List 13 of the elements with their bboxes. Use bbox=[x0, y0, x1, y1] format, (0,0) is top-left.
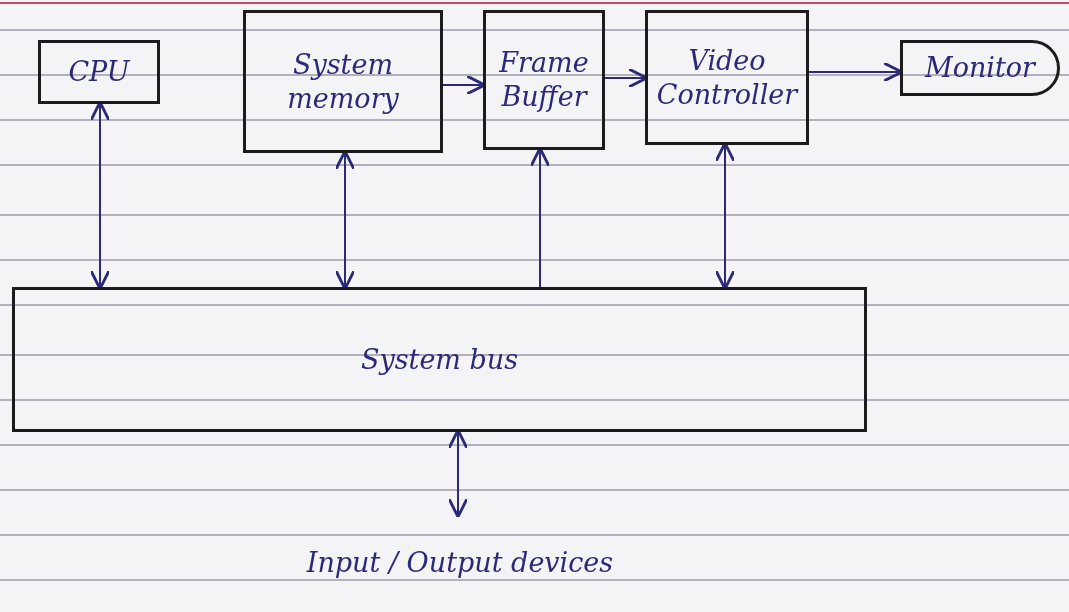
bus-box bbox=[12, 287, 867, 432]
buffer-box bbox=[483, 10, 605, 150]
node-label: System memory bbox=[286, 47, 400, 116]
node-label: Video Controller bbox=[655, 43, 800, 112]
cpu-box bbox=[38, 40, 160, 104]
memory-box bbox=[243, 10, 443, 153]
node-label: Monitor bbox=[925, 51, 1035, 85]
node-label: Frame Buffer bbox=[498, 46, 590, 114]
monitor-box bbox=[900, 40, 1060, 96]
node-label: Input / Output devices bbox=[306, 545, 614, 580]
controller-box bbox=[645, 10, 809, 145]
node-label: CPU bbox=[68, 55, 130, 89]
node-label: System bus bbox=[360, 342, 519, 377]
